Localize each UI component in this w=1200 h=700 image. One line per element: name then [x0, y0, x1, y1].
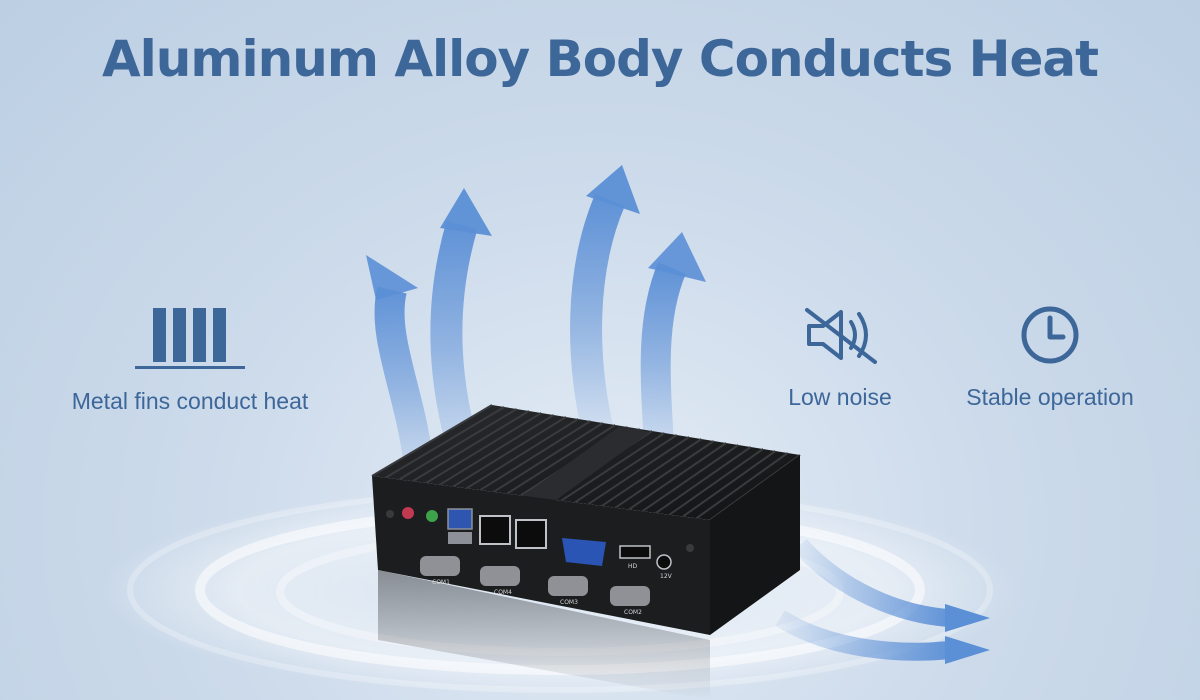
heatsink-fin	[682, 450, 776, 518]
heatsink-fin	[668, 448, 764, 516]
feature-stable-operation: Stable operation	[945, 300, 1155, 411]
heatsink-fin	[574, 434, 678, 504]
heatsink-fin	[655, 446, 752, 514]
port-label-hd: HD	[628, 563, 638, 570]
feature-metal-fins: Metal fins conduct heat	[40, 300, 340, 415]
heatsink-fin	[560, 432, 666, 502]
port-label-com1: COM1	[432, 579, 450, 586]
heatsink-fin	[371, 404, 493, 477]
heatsink-fin	[614, 440, 715, 509]
heatsink-fin	[628, 442, 727, 511]
port-label-com4: COM4	[494, 589, 512, 596]
heatsink-fin	[466, 418, 579, 490]
feature-label-stable-operation: Stable operation	[966, 384, 1134, 410]
heatsink-fin	[506, 424, 616, 495]
heatsink-fin	[398, 408, 518, 481]
metal-fins-icon	[40, 300, 340, 372]
port-label-dc: 12V	[660, 573, 673, 580]
heatsink-fin	[493, 422, 604, 493]
port-label-com2: COM2	[624, 609, 642, 616]
clock-icon	[945, 300, 1155, 370]
heatsink-fin	[695, 452, 789, 520]
heat-arrows-side	[775, 538, 990, 664]
page-title: Aluminum Alloy Body Conducts Heat	[101, 30, 1099, 88]
heatsink-fin	[587, 436, 690, 505]
front-panel-ports	[386, 507, 694, 606]
heatsink-fin	[452, 416, 567, 488]
device-reflection	[378, 570, 710, 700]
port-label-com3: COM3	[560, 599, 578, 606]
heatsink-fin	[641, 444, 739, 513]
feature-low-noise: Low noise	[760, 300, 920, 411]
feature-label-metal-fins: Metal fins conduct heat	[71, 388, 309, 414]
muted-speaker-icon	[760, 300, 920, 370]
heatsink-fin	[425, 412, 542, 484]
feature-label-low-noise: Low noise	[788, 384, 892, 410]
heatsink-fin	[601, 438, 702, 507]
heatsink-fin	[385, 406, 505, 479]
heatsink-fin	[412, 410, 530, 483]
heatsink-fin	[439, 414, 555, 486]
heatsink-fin	[479, 420, 592, 491]
